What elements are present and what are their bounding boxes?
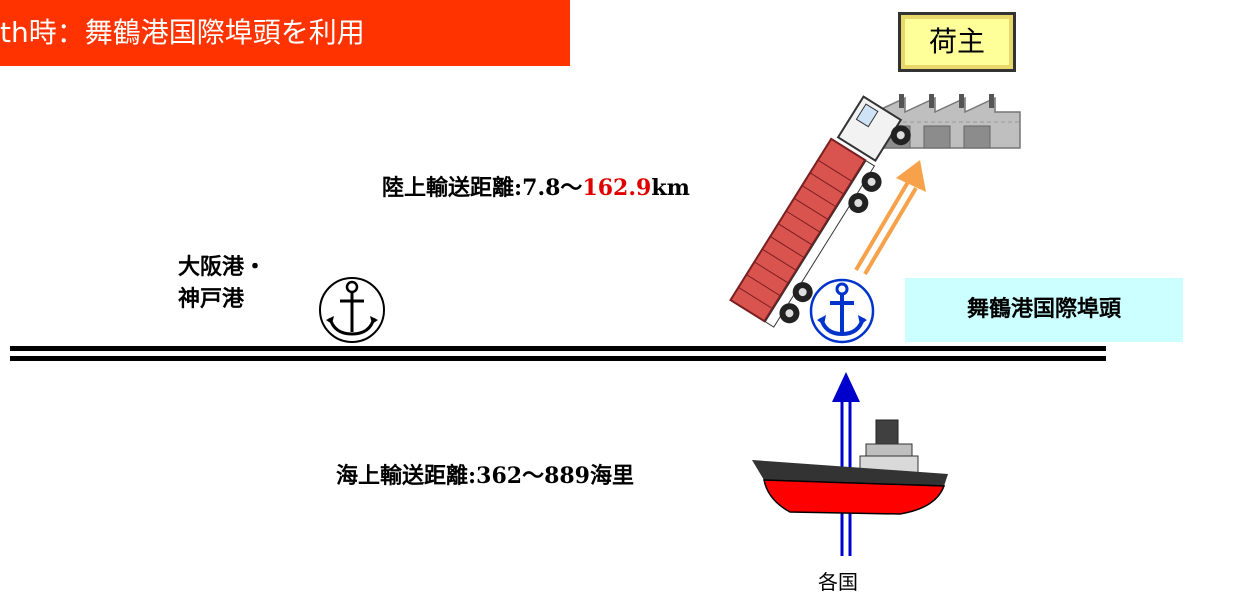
shipper-label: 荷主 (898, 12, 1016, 72)
land-distance-unit: km (651, 175, 690, 201)
kobe-port-line: 神戸港 (178, 287, 245, 312)
title-banner: th時：舞鶴港国際埠頭を利用 (0, 0, 570, 66)
land-distance-max: 162.9 (582, 175, 652, 201)
land-distance-sep: : (514, 175, 523, 201)
maizuru-port-label: 舞鶴港国際埠頭 (905, 278, 1183, 342)
sea-distance-sep: : (468, 463, 477, 489)
land-distance-title: 陸上輸送距離 (382, 176, 515, 201)
sea-distance-unit: 海里 (590, 464, 635, 489)
factory-icon (874, 94, 1021, 149)
osaka-port-line: 大阪港・ (178, 255, 267, 280)
sea-distance-range: 362〜889 (476, 463, 590, 489)
osaka-anchor-icon (319, 277, 385, 343)
sea-route-arrow (832, 372, 860, 556)
land-distance-min: 7.8 (522, 175, 561, 201)
land-route-arrow (854, 160, 926, 276)
sea-distance-title: 海上輸送距離 (336, 464, 469, 489)
land-distance-tilde: 〜 (560, 175, 583, 201)
coastline (10, 346, 1106, 361)
ship-icon (752, 419, 948, 515)
maizuru-anchor-icon (809, 278, 875, 344)
land-distance-label: 陸上輸送距離:7.8〜162.9km (382, 170, 690, 202)
osaka-kobe-port-label: 大阪港・ 神戸港 (178, 252, 266, 316)
sea-distance-label: 海上輸送距離:362〜889海里 (336, 458, 634, 490)
origin-countries-label: 各国 (818, 570, 858, 594)
truck-icon (729, 95, 911, 328)
